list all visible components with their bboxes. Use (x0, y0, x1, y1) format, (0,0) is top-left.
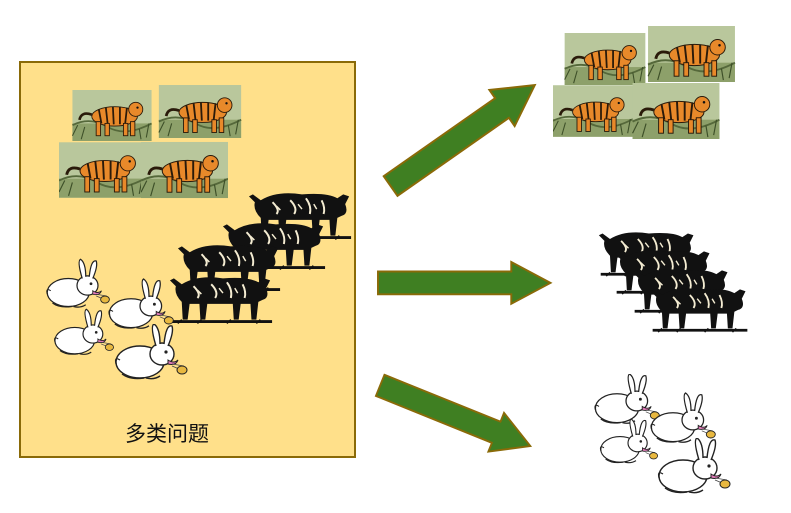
arrow-to-cows (377, 261, 552, 305)
tiger-picture (553, 83, 633, 139)
cow-group-sorted (597, 231, 749, 334)
tiger-picture (647, 26, 736, 82)
tiger-picture (563, 33, 647, 85)
arrow-icon (371, 365, 540, 467)
rabbit-picture (650, 392, 716, 443)
rabbit-group-sorted (594, 374, 731, 494)
cow-picture (168, 275, 274, 326)
tiger-picture (631, 83, 721, 139)
arrow-to-rabbits (371, 365, 540, 467)
tiger-picture (157, 85, 243, 138)
tiger-picture (70, 90, 154, 141)
multiclass-label: 多类问题 (125, 422, 209, 446)
arrow-to-tigers (377, 66, 549, 206)
rabbit-picture (594, 374, 660, 424)
arrow-icon (377, 66, 549, 206)
rabbit-picture (53, 308, 115, 355)
rabbit-picture (108, 278, 174, 329)
rabbit-group-mixed (46, 258, 188, 380)
tiger-picture (141, 141, 228, 199)
cow-picture (649, 286, 749, 334)
arrow-icon (377, 261, 552, 305)
rabbit-picture (46, 258, 111, 308)
rabbit-picture (657, 438, 731, 494)
rabbit-picture (599, 418, 659, 464)
tiger-picture (59, 141, 145, 199)
tiger-group-sorted (553, 26, 736, 139)
rabbit-picture (114, 324, 188, 380)
cow-group-mixed (168, 191, 353, 326)
tiger-group-mixed (59, 85, 243, 199)
